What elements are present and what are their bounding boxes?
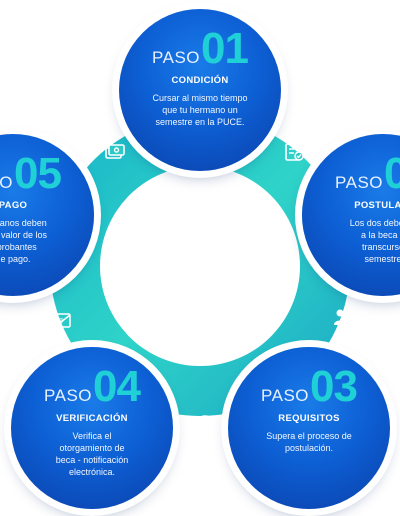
ring-hole — [100, 166, 300, 366]
svg-text:@: @ — [58, 318, 64, 325]
step-description: Supera el proceso de postulación. — [266, 431, 352, 453]
email-icon: @ — [50, 309, 72, 331]
step-number: 01 — [201, 24, 249, 73]
step-02-heading: PASO 01 — [335, 152, 400, 196]
step-03-heading: PASO 03 — [261, 362, 358, 411]
step-title: REQUISITOS — [278, 413, 340, 424]
step-title: POSTULACI — [354, 200, 400, 211]
step-description: Verifica el otorgamiento de beca - notif… — [55, 431, 129, 477]
step-04: PASO 04 VERIFICACIÓN Verifica el otorgam… — [11, 347, 173, 509]
step-title: CONDICIÓN — [171, 75, 229, 86]
paso-label: PASO — [152, 48, 201, 67]
users-icon — [332, 306, 354, 328]
target-icon — [194, 413, 216, 435]
paso-label: PASO — [261, 386, 310, 405]
money-card-icon — [104, 141, 126, 163]
checklist-icon — [283, 141, 305, 163]
step-number: 03 — [310, 362, 358, 411]
step-05-heading: PASO 05 — [0, 149, 62, 198]
step-01: PASO 01 CONDICIÓN Cursar al mismo tiempo… — [119, 9, 281, 171]
step-number: 04 — [93, 362, 141, 411]
step-description: Cursar al mismo tiempo que tu hermano un… — [152, 93, 248, 127]
step-description: hermanos deben lar el valor de los mprob… — [0, 218, 48, 264]
step-number: 01 — [384, 149, 400, 198]
step-number: 05 — [14, 149, 62, 198]
step-05: PASO 05 PAGO hermanos deben lar el valor… — [0, 134, 94, 296]
step-01-heading: PASO 01 — [152, 24, 249, 73]
paso-label: PASO — [335, 173, 384, 192]
step-03: PASO 03 REQUISITOS Supera el proceso de … — [228, 347, 390, 509]
step-description: Los dos deben p a la beca e transcurso s… — [349, 218, 400, 264]
paso-label: PASO — [44, 386, 93, 405]
step-title: VERIFICACIÓN — [56, 413, 128, 424]
step-title: PAGO — [0, 200, 28, 211]
step-04-heading: PASO 04 — [44, 362, 141, 411]
paso-label: PASO — [0, 173, 14, 192]
